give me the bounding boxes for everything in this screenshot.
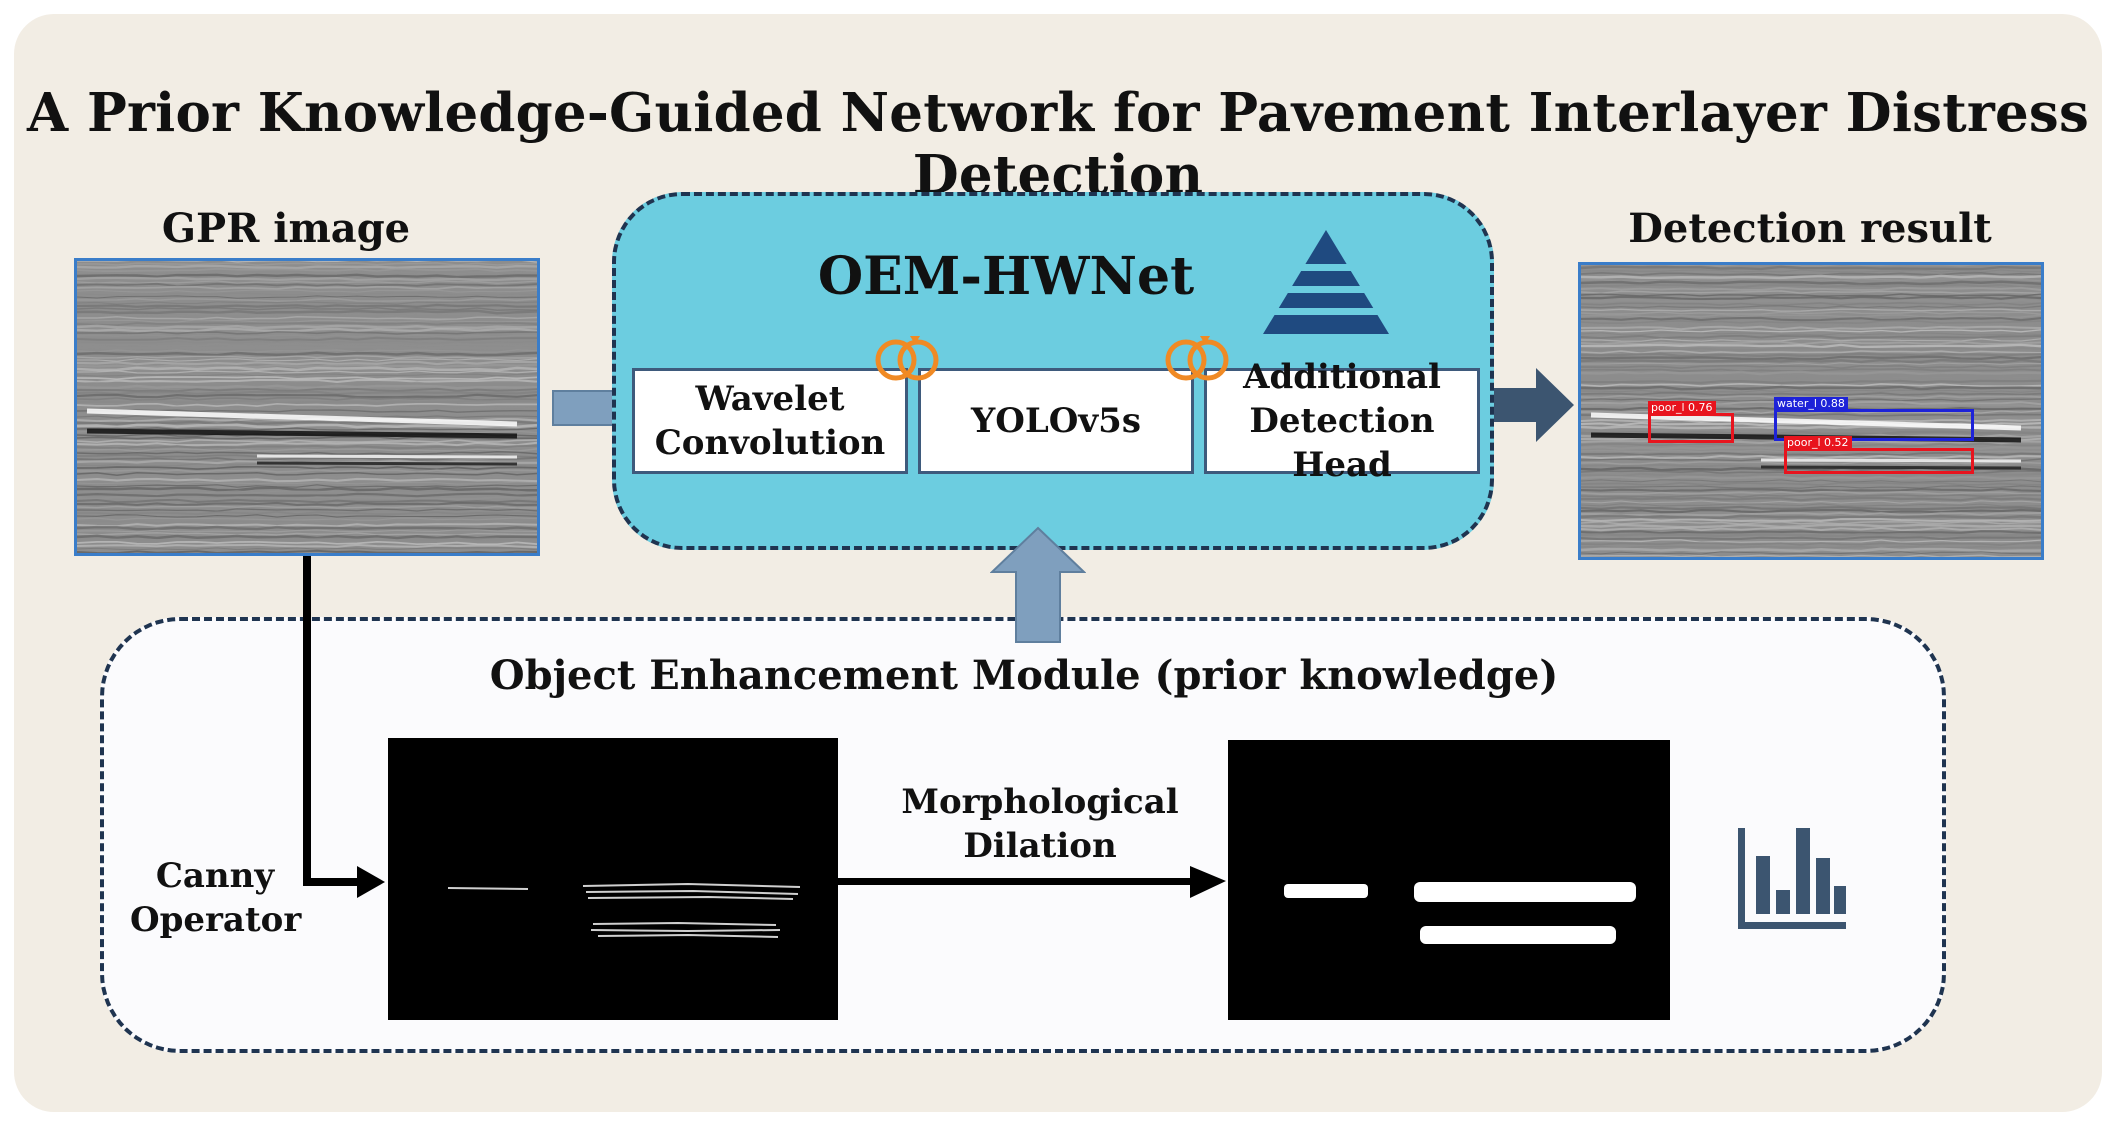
detection-label-poor-1: poor_l 0.76 (1648, 401, 1716, 414)
detection-label-poor-2: poor_l 0.52 (1784, 436, 1852, 449)
bar-chart-icon (1738, 828, 1846, 929)
prior-knowledge-arrow (990, 526, 1086, 643)
canny-operator-label: Canny Operator (130, 856, 302, 940)
network-name: OEM-HWNet (817, 246, 1195, 307)
yolov5s-module: YOLOv5s (918, 368, 1194, 474)
dilated-blobs (1284, 882, 1636, 944)
oem-hwnet-block: OEM-HWNet Wavelet Convolution YOLOv5s Ad… (612, 192, 1494, 550)
detection-result-label: Detection result (1628, 205, 1992, 252)
detection-box-poor-1 (1648, 413, 1734, 443)
edge-map-image (388, 738, 838, 1020)
link-rings-icon (1165, 336, 1229, 381)
pyramid-icon (1261, 230, 1391, 334)
gpr-image (74, 258, 540, 556)
figure-title: A Prior Knowledge-Guided Network for Pav… (26, 82, 2090, 206)
link-rings-icon (875, 336, 939, 381)
detection-label-water: water_l 0.88 (1774, 397, 1848, 410)
gpr-texture (77, 261, 537, 553)
edge-lines (447, 882, 801, 938)
output-arrow (1494, 368, 1574, 442)
canny-path-vertical (303, 556, 311, 884)
dilated-map-image (1228, 740, 1670, 1020)
detection-box-water (1774, 409, 1974, 441)
morphological-dilation-label: Morphological Dilation (901, 782, 1179, 866)
wavelet-convolution-module: Wavelet Convolution (632, 368, 908, 474)
input-arrow (552, 390, 620, 426)
detection-box-poor-2 (1784, 448, 1974, 474)
detection-result-image: poor_l 0.76 water_l 0.88 poor_l 0.52 (1578, 262, 2044, 560)
canny-path-arrow (303, 866, 385, 898)
detection-head-module: Additional Detection Head (1204, 357, 1480, 485)
dilation-arrow (838, 866, 1226, 898)
enhancement-title: Object Enhancement Module (prior knowled… (489, 652, 1559, 699)
gpr-image-label: GPR image (161, 205, 411, 252)
